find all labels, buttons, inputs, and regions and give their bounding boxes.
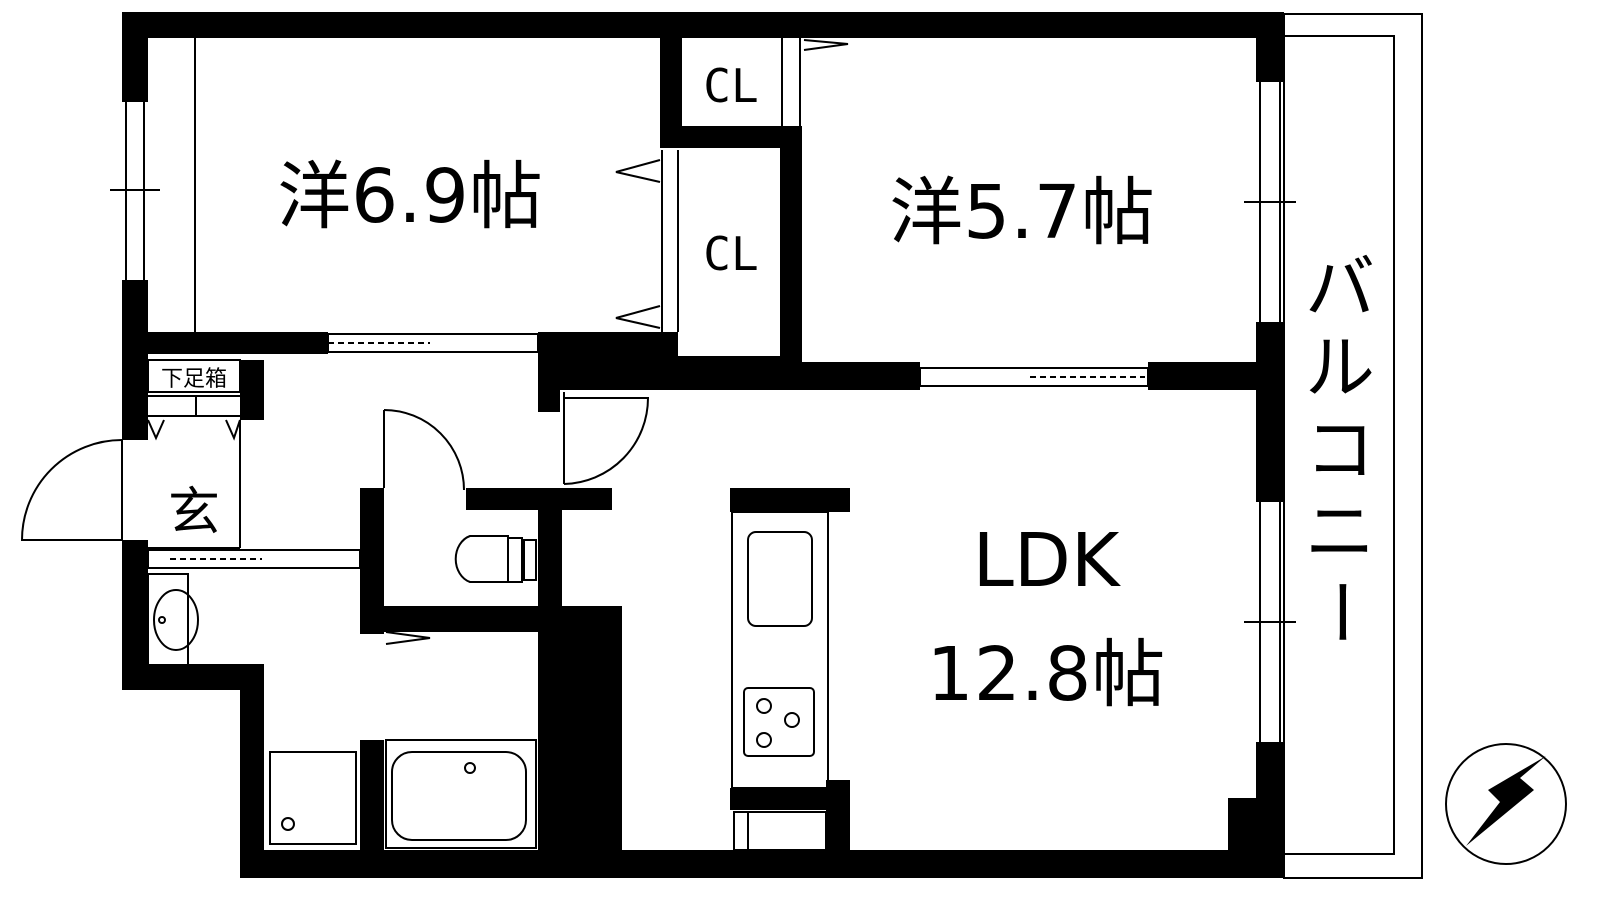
room-label-western-large: 洋6.9帖 — [277, 154, 543, 240]
walls — [122, 12, 1284, 878]
windows — [110, 82, 1296, 742]
balcony-char: コ — [1305, 409, 1375, 491]
closet-label-mid: CL — [703, 227, 758, 281]
balcony-char: ル — [1305, 327, 1375, 409]
kitchen-counter — [731, 511, 829, 789]
shoe-box-label: 下足箱 — [161, 367, 227, 392]
balcony-char: バ — [1305, 247, 1375, 329]
closet-label-top: CL — [703, 59, 758, 113]
stove-icon — [743, 687, 815, 757]
kitchen-cabinet — [733, 811, 827, 851]
balcony-char: ー — [1299, 577, 1381, 647]
bathtub-icon — [385, 739, 537, 849]
washer-icon — [269, 751, 357, 845]
entrance-label: 玄 — [168, 483, 220, 543]
balcony-char: ニ — [1305, 491, 1375, 573]
ldk-size-label: 12.8帖 — [927, 632, 1166, 718]
sink-icon — [747, 531, 813, 627]
toilet-icon — [454, 535, 537, 583]
swing-doors — [20, 392, 650, 541]
north-arrow-icon — [1445, 743, 1567, 865]
washbasin-icon — [147, 573, 199, 667]
sliding-doors — [147, 38, 1149, 569]
balcony-label: バ ル コ ニ ー — [1299, 247, 1381, 647]
room-label-western-small: 洋5.7帖 — [889, 170, 1155, 256]
ldk-label: LDK — [973, 518, 1122, 604]
closet-door-marks — [385, 39, 849, 645]
shoe-box — [147, 359, 241, 549]
